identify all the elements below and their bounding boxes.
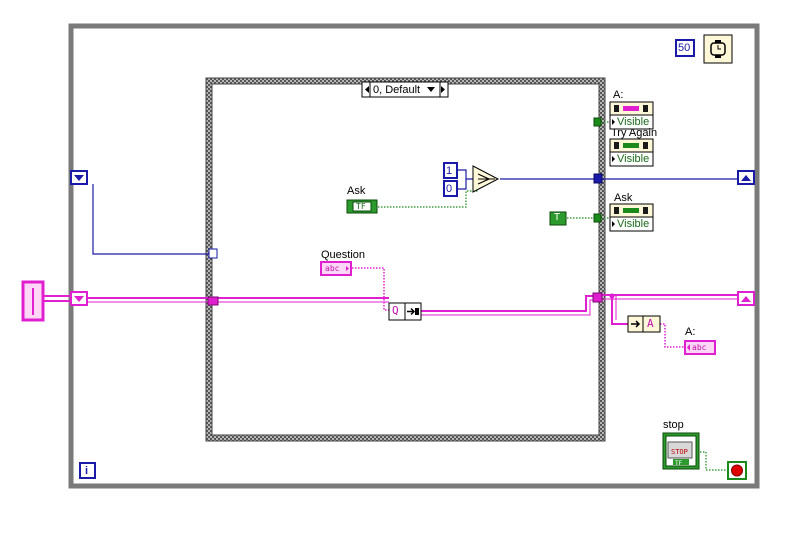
string-shift-register-right[interactable] — [737, 291, 755, 306]
stop-button-text: STOP — [671, 448, 688, 456]
numeric-shift-register-left[interactable] — [70, 170, 88, 185]
false-value-label: 0 — [446, 183, 453, 195]
boolean-wires — [378, 121, 728, 471]
a-node-label: A — [647, 317, 654, 330]
numeric-tunnel-left — [208, 248, 218, 259]
a-node[interactable] — [627, 315, 661, 333]
try-again-visible-property: Visible — [617, 153, 650, 165]
while-loop[interactable] — [68, 23, 760, 489]
a-visible-property: Visible — [617, 116, 650, 128]
queue-node-label: Q — [392, 304, 399, 317]
question-string-type: abc — [325, 264, 340, 273]
case-structure[interactable] — [205, 77, 606, 442]
question-string-terminal[interactable] — [320, 261, 352, 276]
false-numeric-constant[interactable] — [443, 180, 458, 197]
boolean-tunnel-right-top — [593, 117, 602, 127]
ask-boolean-local-variable[interactable] — [346, 199, 378, 214]
loop-iteration-label: i — [85, 465, 89, 477]
boolean-tunnel-right-bottom — [593, 213, 602, 223]
a-string-type: abc — [692, 343, 707, 352]
ask-boolean-type: TF — [356, 202, 366, 211]
wire-junction — [609, 293, 615, 299]
try-again-property-node[interactable] — [609, 138, 654, 167]
enqueue-element-node[interactable] — [388, 302, 422, 321]
a-string-indicator-label: A: — [685, 326, 696, 338]
stop-button-label: stop — [663, 419, 684, 431]
true-constant-label: T — [554, 212, 561, 223]
try-again-property-node-label: Try Again — [611, 127, 658, 139]
loop-condition-stop-icon[interactable] — [727, 461, 747, 480]
wait-timer-value: 50 — [678, 42, 691, 54]
true-numeric-constant[interactable] — [443, 162, 458, 179]
string-shift-register-left[interactable] — [70, 291, 88, 306]
select-function[interactable] — [472, 165, 500, 193]
ask-property-node[interactable] — [609, 203, 654, 232]
numeric-shift-register-right[interactable] — [737, 170, 755, 185]
ask-property-node-label: Ask — [614, 192, 633, 204]
case-selector-label: 0, Default — [373, 84, 421, 96]
case-selector[interactable] — [361, 81, 449, 98]
true-boolean-constant[interactable] — [549, 211, 567, 226]
string-tunnel-left — [207, 296, 219, 306]
empty-string-constant[interactable] — [21, 280, 45, 322]
string-tunnel-right — [592, 292, 603, 303]
question-terminal-label: Question — [321, 249, 366, 261]
a-property-node-label: A: — [613, 89, 624, 101]
stop-button-terminal[interactable] — [662, 432, 700, 470]
a-property-node[interactable] — [609, 101, 654, 130]
a-string-indicator[interactable] — [684, 340, 716, 355]
numeric-tunnel-right — [593, 173, 603, 184]
true-value-label: 1 — [446, 165, 453, 177]
numeric-wires — [92, 169, 743, 255]
ask-local-variable-label: Ask — [347, 185, 366, 197]
loop-iteration-terminal — [79, 462, 96, 479]
wait-timer[interactable] — [675, 34, 733, 64]
ask-visible-property: Visible — [617, 218, 650, 230]
stop-boolean-type: TF — [675, 460, 683, 467]
